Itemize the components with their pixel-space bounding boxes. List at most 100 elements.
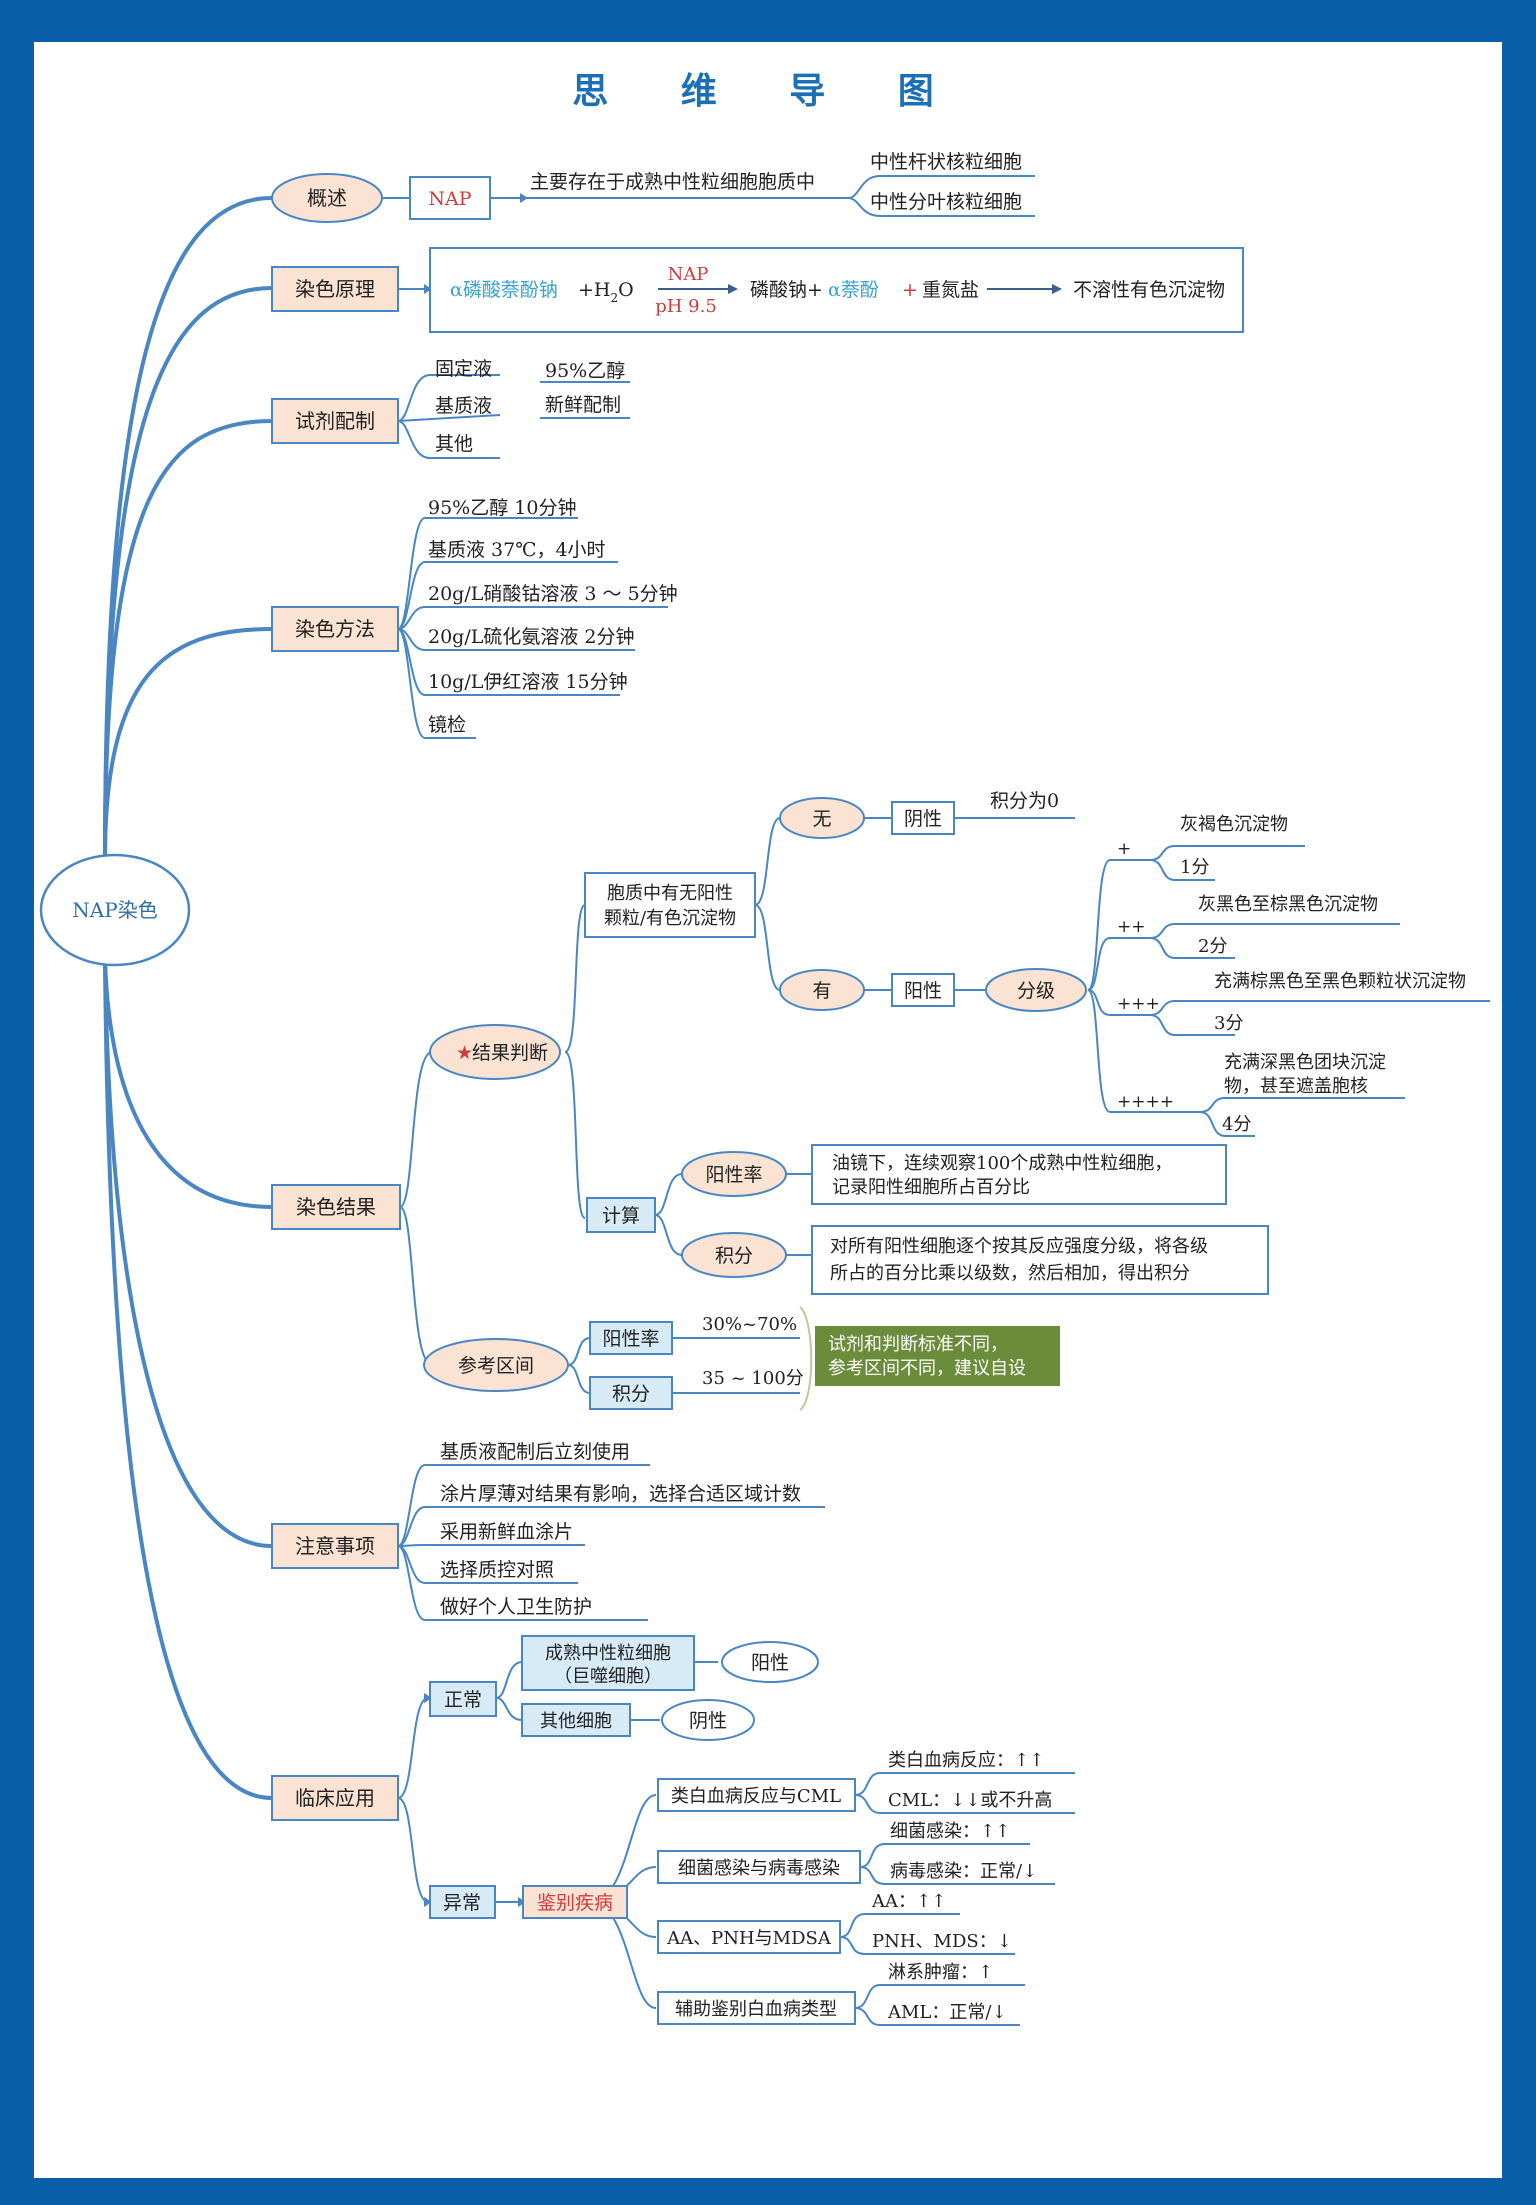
clinical-label: 临床应用 [295,1786,375,1810]
reference-note-1: 试剂和判断标准不同， [828,1334,1008,1355]
clinical-negative-node [661,1699,755,1741]
question-box [584,872,756,938]
grade-2-score: 2分 [1198,936,1227,957]
overview-item-2: 中性分叶核粒细胞 [870,191,1022,213]
result-label: 染色结果 [296,1195,376,1219]
disease-1-label: 类白血病反应与CML [671,1786,841,1807]
disease-1-a: 类白血病反应：↑↑ [888,1750,1044,1771]
judge-label: 结果判断 [472,1042,548,1064]
result-arrowhead [1052,284,1062,294]
disease-3-a: AA：↑↑ [871,1891,946,1912]
grade-4-sign: ++++ [1117,1092,1174,1112]
grade-3-desc: 充满棕黑色至黑色颗粒状沉淀物 [1214,971,1466,992]
grade-1-desc: 灰褐色沉淀物 [1180,814,1288,835]
reference-brace [799,1306,813,1411]
grade-3-score: 3分 [1214,1013,1243,1034]
identify-node [522,1885,628,1919]
negative-box [891,801,955,835]
score-zero: 积分为0 [990,790,1059,812]
calc-score-desc-box [811,1225,1269,1295]
product-sodium-phosphate: 磷酸钠+ [750,279,823,301]
none-label: 无 [812,808,831,830]
root-branches [103,196,273,1800]
calc-score-desc-1: 对所有阳性细胞逐个按其反应强度分级，将各级 [830,1236,1208,1257]
clinical-negative-label: 阴性 [689,1710,727,1732]
positive-box [891,973,955,1007]
judge-star: ★ [456,1042,473,1064]
reagent-item-fixative: 固定液 [435,358,492,380]
mature-neutrophil-node [521,1635,695,1691]
judge-node [429,1024,561,1080]
disease-4-b: AML：正常/↓ [887,2002,1007,2023]
notes-node [271,1523,399,1569]
disease-2-a: 细菌感染：↑↑ [890,1821,1010,1842]
reference-score-value: 35 ~ 100分 [702,1368,804,1389]
disease-3-b: PNH、MDS：↓ [872,1931,1012,1952]
root-label: NAP染色 [72,898,157,922]
reference-note-2: 参考区间不同，建议自设 [828,1358,1026,1379]
overview-label: 概述 [307,186,347,210]
nap-label: NAP [428,188,471,210]
method-label: 染色方法 [295,617,375,641]
none-node [779,797,865,839]
identify-label: 鉴别疾病 [537,1892,613,1914]
negative-label: 阴性 [904,808,942,830]
principle-label: 染色原理 [295,277,375,301]
note-item-2: 涂片厚薄对结果有影响，选择合适区域计数 [440,1483,801,1505]
calc-rate-label: 阳性率 [705,1164,762,1186]
calc-score-label: 积分 [715,1245,753,1267]
note-item-3: 采用新鲜血涂片 [440,1521,573,1543]
reaction-arrowhead [728,284,738,294]
grade-3-sign: +++ [1117,994,1160,1014]
method-step-4: 20g/L硫化氨溶液 2分钟 [428,626,635,648]
reference-note-box [815,1326,1060,1386]
reagent-sodium: α磷酸萘酚钠 [450,279,558,301]
disease-1-node [657,1778,856,1812]
principle-node [271,266,399,312]
disease-3-label: AA、PNH与MDSA [666,1928,832,1949]
clinical-node [271,1775,399,1821]
arrow-bottom-ph: pH 9.5 [655,296,717,317]
reference-label: 参考区间 [458,1355,534,1377]
normal-node [429,1681,497,1717]
calc-node [586,1197,656,1233]
calc-rate-desc-2: 记录阳性细胞所占百分比 [832,1177,1030,1198]
method-step-2: 基质液 37℃，4小时 [428,539,606,561]
calc-rate-desc-box [811,1144,1227,1205]
principle-formula-box [429,247,1244,333]
other-cells-node [521,1703,631,1737]
insoluble-precipitate: 不溶性有色沉淀物 [1073,279,1225,301]
grade-1-sign: + [1117,839,1131,859]
grading-label: 分级 [1017,980,1055,1002]
water-formula: +H2O [578,279,634,305]
calc-rate-node [681,1151,787,1197]
root-node [39,853,191,967]
reagent-item-other: 其他 [435,433,473,455]
nap-box [409,176,491,220]
grade-2-sign: ++ [1117,917,1146,937]
reference-rate-node [589,1321,673,1355]
disease-1-b: CML：↓↓或不升高 [888,1790,1052,1811]
calc-score-node [681,1232,787,1278]
notes-label: 注意事项 [295,1534,375,1558]
method-node [271,606,399,652]
reagent-item-substrate: 基质液 [435,395,492,417]
page-title: 思 维 导 图 [572,71,964,112]
method-step-3: 20g/L硝酸钴溶液 3 ～ 5分钟 [428,583,678,605]
clinical-positive-node [721,1641,819,1683]
grading-node [985,968,1087,1012]
calc-label: 计算 [602,1205,640,1227]
other-cells-label: 其他细胞 [540,1711,612,1732]
note-item-4: 选择质控对照 [440,1559,554,1581]
mature-neutrophil-line-1: 成熟中性粒细胞 [545,1643,671,1664]
diazonium-salt: 重氮盐 [922,279,979,301]
result-node [271,1184,401,1230]
product-naphthol: α萘酚 [828,279,879,301]
plus-sign: + [902,279,918,301]
overview-item-1: 中性杆状核粒细胞 [870,151,1022,173]
arrow-top-nap: NAP [668,264,709,285]
mature-neutrophil-line-2: （巨噬细胞） [554,1666,662,1687]
method-step-1: 95%乙醇 10分钟 [428,497,576,519]
positive-label: 阳性 [904,980,942,1002]
grade-1-score: 1分 [1180,857,1209,878]
